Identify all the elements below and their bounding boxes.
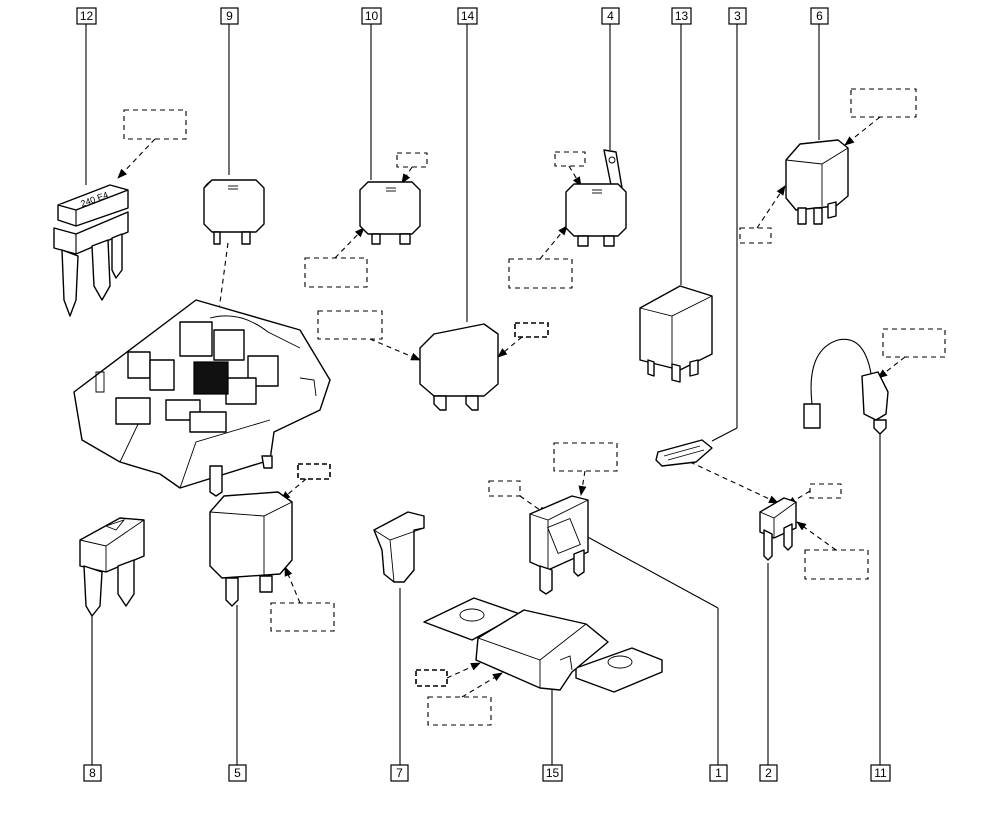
callout-13: 13	[671, 7, 692, 25]
callout-11-text: 11	[874, 766, 887, 780]
callout-15-text: 15	[546, 766, 560, 780]
callout-12: 12	[76, 7, 97, 25]
part-9-relay	[203, 179, 265, 245]
callout-10-text: 10	[365, 9, 379, 23]
callout-6-text: 6	[816, 9, 823, 23]
callout-3: 3	[728, 7, 747, 25]
callout-2: 2	[759, 764, 778, 782]
part-5-relay	[209, 491, 293, 607]
callout-1: 1	[709, 764, 728, 782]
part-4-relay-with-bracket	[565, 149, 627, 247]
callout-4: 4	[601, 7, 620, 25]
callout-14: 14	[457, 7, 478, 25]
fuse-relay-box	[73, 299, 331, 497]
part-3-fuse-puller	[655, 439, 713, 467]
callout-5-text: 5	[234, 766, 241, 780]
leader-lines	[85, 24, 881, 765]
callout-9: 9	[220, 7, 239, 25]
part-10-relay	[359, 181, 421, 245]
part-8-mini-fuse	[79, 517, 145, 617]
callout-14-text: 14	[461, 9, 475, 23]
callout-3-text: 3	[734, 9, 741, 23]
callout-12-text: 12	[80, 9, 94, 23]
callout-2-text: 2	[765, 766, 772, 780]
callout-labels: 12 9 10 14 4 13 3 6 11 8 5 7 15 1 2	[76, 7, 891, 782]
callout-7: 7	[390, 764, 409, 782]
callout-7-text: 7	[396, 766, 403, 780]
callout-8-text: 8	[89, 766, 96, 780]
callout-8: 8	[83, 764, 102, 782]
part-1-maxi-fuse	[529, 495, 589, 595]
callout-15: 15	[542, 764, 563, 782]
part-7-clip	[373, 511, 425, 583]
callout-5: 5	[228, 764, 247, 782]
callout-4-text: 4	[607, 9, 614, 23]
callout-6: 6	[810, 7, 829, 25]
part-13-relay	[639, 285, 713, 383]
callout-10: 10	[361, 7, 382, 25]
part-14-relay	[419, 323, 499, 411]
part-11-inline-fuse-holder	[803, 338, 889, 435]
callout-11: 11	[870, 764, 891, 782]
reference-boxes	[117, 88, 946, 726]
part-2-mini-fuse	[759, 497, 797, 561]
part-12-maxi-fuse: 240 E4	[53, 184, 129, 317]
part-15-bolt-fuse	[423, 597, 663, 693]
part-6-relay	[785, 139, 849, 225]
callout-1-text: 1	[715, 766, 722, 780]
callout-13-text: 13	[675, 9, 689, 23]
callout-9-text: 9	[226, 9, 233, 23]
